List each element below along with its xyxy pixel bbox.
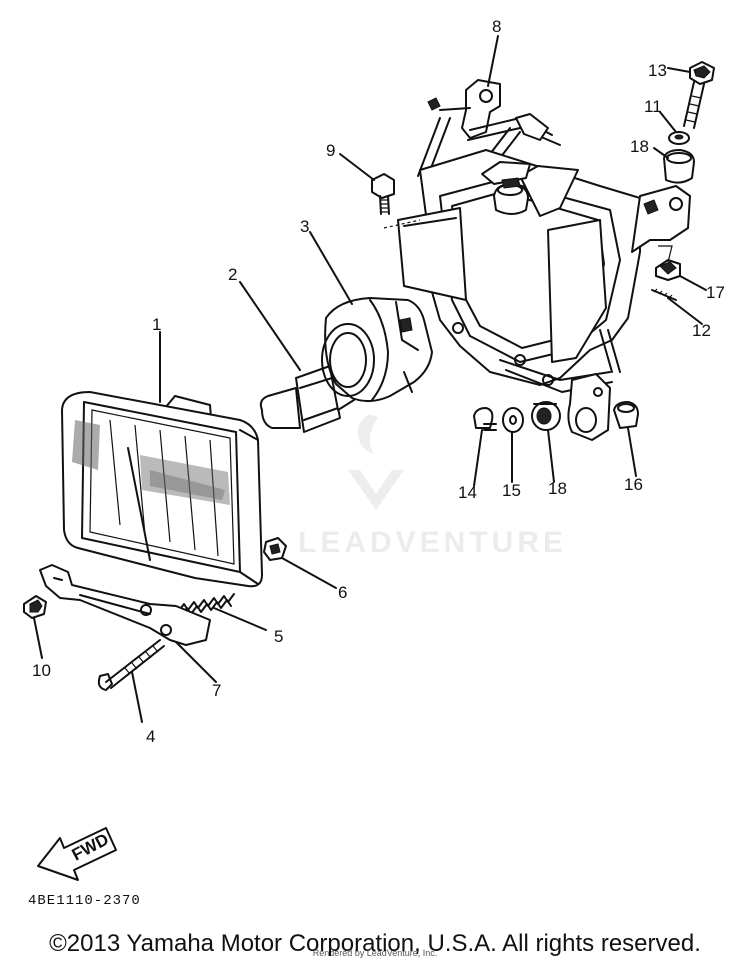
callouts: 1 2 3 4 5 6 7 8 9 10 11 12 13 14 15 16 1… [32, 17, 725, 746]
fwd-arrow: FWD [37, 827, 117, 881]
callout-15: 15 [502, 481, 521, 500]
copyright-notice: ©2013 Yamaha Motor Corporation, U.S.A. A… [49, 930, 701, 957]
part-15-washer [502, 407, 524, 433]
callout-7: 7 [212, 681, 221, 700]
part-12-pin [651, 288, 677, 301]
part-8-frame [397, 79, 691, 441]
callout-16: 16 [624, 475, 643, 494]
callout-4: 4 [146, 727, 155, 746]
part-7-bracket [39, 564, 211, 646]
part-3-socket-cover [321, 297, 433, 402]
callout-18-upper: 18 [630, 137, 649, 156]
callout-18-lower: 18 [548, 479, 567, 498]
part-18-grommet-lower [531, 401, 561, 431]
part-6-nut [263, 537, 287, 561]
callout-3: 3 [300, 217, 309, 236]
part-4-bolt [97, 639, 165, 691]
callout-1: 1 [152, 315, 161, 334]
callout-12: 12 [692, 321, 711, 340]
leader-lines [33, 35, 707, 723]
rendered-by-note: Rendered by LeadVenture, Inc. [312, 948, 438, 958]
part-code: 4BE1110-2370 [28, 893, 141, 909]
callout-6: 6 [338, 583, 347, 602]
callout-11: 11 [644, 97, 662, 116]
callout-13: 13 [648, 61, 667, 80]
part-11-washer [668, 131, 690, 145]
part-9-bolt [371, 173, 421, 229]
callout-8: 8 [492, 17, 501, 36]
part-14-screw [473, 407, 497, 431]
callout-10: 10 [32, 661, 51, 680]
part-1-headlight [61, 391, 263, 588]
watermark-text: LEADVENTURE [298, 526, 567, 559]
callout-2: 2 [228, 265, 237, 284]
watermark: LEADVENTURE [298, 414, 567, 559]
part-13-bolt [683, 61, 715, 129]
part-17-nut [655, 245, 681, 281]
part-10-bolt [23, 595, 47, 619]
callout-9: 9 [326, 141, 335, 160]
part-18-grommet-upper [663, 149, 695, 184]
part-16-nut [613, 401, 639, 429]
callout-17: 17 [706, 283, 725, 302]
callout-5: 5 [274, 627, 283, 646]
callout-14: 14 [458, 483, 477, 502]
